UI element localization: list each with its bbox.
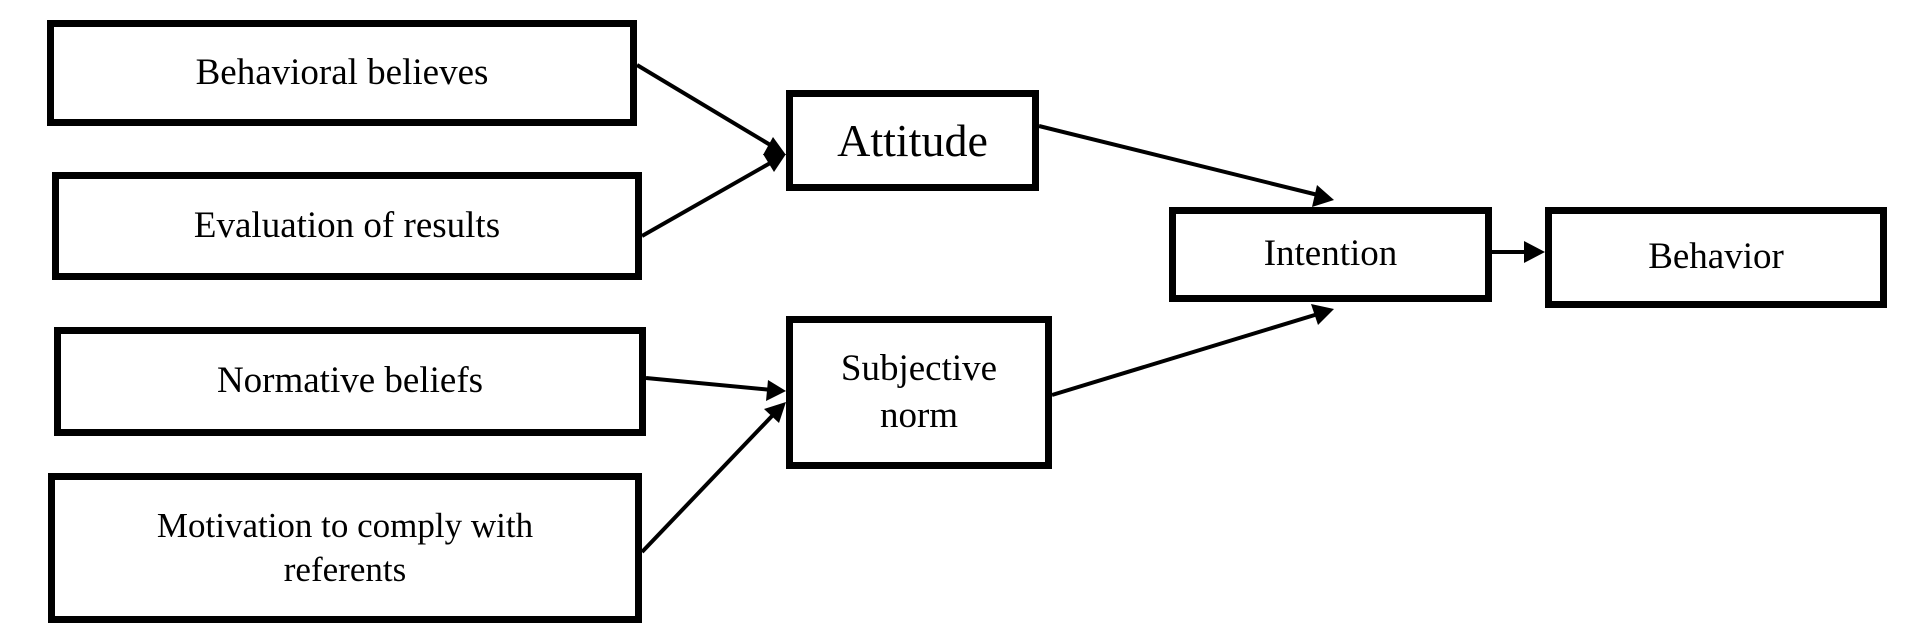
motivation-to-comply-box: Motivation to comply with referents [48, 473, 642, 623]
behavioral-beliefs-box: Behavioral believes [47, 20, 637, 126]
intention-box: Intention [1169, 207, 1492, 302]
subjective-norm-box: Subjective norm [786, 316, 1052, 469]
evaluation-of-results-label: Evaluation of results [193, 204, 501, 246]
motivation-to-comply-label: Motivation to comply with referents [156, 506, 534, 589]
attitude-box: Attitude [786, 90, 1039, 191]
intention-label: Intention [1263, 233, 1398, 275]
arrow-normative-to-subjective [645, 376, 773, 392]
arrowhead-attitude-to-intention [1312, 185, 1334, 207]
subjective-norm-label: Subjective norm [840, 348, 998, 436]
arrow-motivation-to-subjective [640, 414, 774, 554]
arrowhead-motivation-to-subjective [764, 402, 786, 423]
arrow-behavioral-to-attitude [635, 63, 774, 148]
arrow-attitude-to-intention [1038, 124, 1319, 197]
arrowhead-intention-to-behavior [1524, 241, 1545, 263]
evaluation-of-results-box: Evaluation of results [52, 172, 642, 280]
arrowhead-evaluation-to-attitude [763, 154, 786, 172]
normative-beliefs-box: Normative beliefs [54, 327, 646, 436]
behavior-label: Behavior [1648, 236, 1784, 278]
arrowhead-normative-to-subjective [766, 380, 786, 401]
arrowhead-subjective-to-intention [1311, 304, 1334, 325]
arrow-subjective-to-intention [1051, 312, 1319, 397]
attitude-label: Attitude [837, 114, 988, 166]
behavioral-beliefs-label: Behavioral believes [195, 51, 489, 93]
arrowhead-behavioral-to-attitude [763, 137, 786, 155]
normative-beliefs-label: Normative beliefs [216, 360, 484, 402]
arrow-evaluation-to-attitude [641, 160, 773, 238]
behavior-box: Behavior [1545, 207, 1887, 308]
